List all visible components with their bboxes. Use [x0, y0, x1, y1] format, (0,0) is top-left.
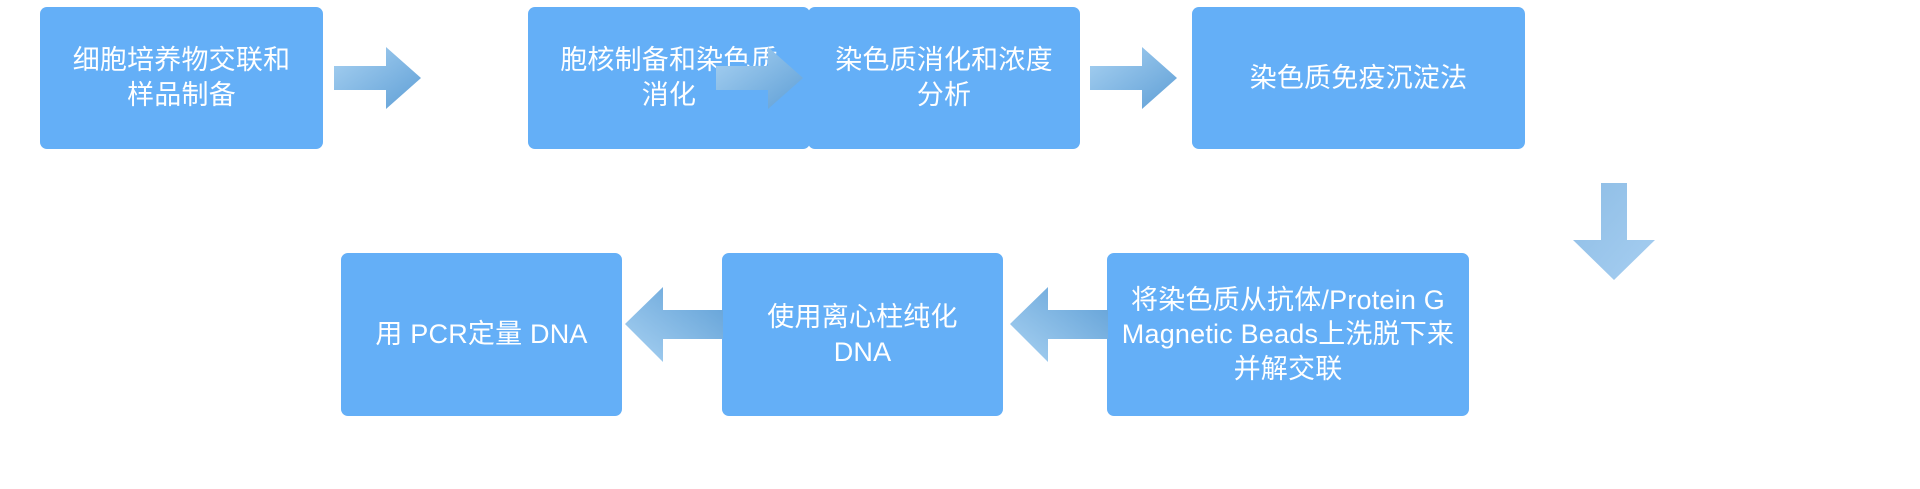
- flow-node-label: 使用离心柱纯化 DNA: [767, 301, 958, 367]
- arrow-down-icon: [1573, 183, 1655, 280]
- flow-node-label: 将染色质从抗体/Protein G Magnetic Beads上洗脱下来 并解…: [1121, 284, 1455, 384]
- flow-node-label: 染色质消化和浓度 分析: [835, 45, 1053, 110]
- flow-node-cell-culture-crosslink-sample-prep[interactable]: 细胞培养物交联和 样品制备: [40, 7, 323, 149]
- flow-node-label: 用 PCR定量 DNA: [375, 319, 588, 350]
- arrow-left-icon: [1010, 287, 1108, 362]
- flow-node-purify-dna-spin-column[interactable]: 使用离心柱纯化 DNA: [722, 253, 1003, 416]
- flow-node-elute-chromatin-reverse-crosslink[interactable]: 将染色质从抗体/Protein G Magnetic Beads上洗脱下来 并解…: [1107, 253, 1469, 416]
- flow-node-label: 染色质免疫沉淀法: [1249, 62, 1468, 93]
- flow-node-label: 细胞培养物交联和 样品制备: [72, 45, 291, 110]
- arrow-right-icon: [334, 47, 421, 109]
- arrow-right-icon: [1090, 47, 1177, 109]
- flow-node-chromatin-immunoprecipitation[interactable]: 染色质免疫沉淀法: [1192, 7, 1525, 149]
- arrow-right-icon: [716, 47, 803, 109]
- flow-node-quantify-dna-pcr[interactable]: 用 PCR定量 DNA: [341, 253, 622, 416]
- arrow-left-icon: [625, 287, 723, 362]
- flow-node-chromatin-digestion-concentration-analysis[interactable]: 染色质消化和浓度 分析: [808, 7, 1080, 149]
